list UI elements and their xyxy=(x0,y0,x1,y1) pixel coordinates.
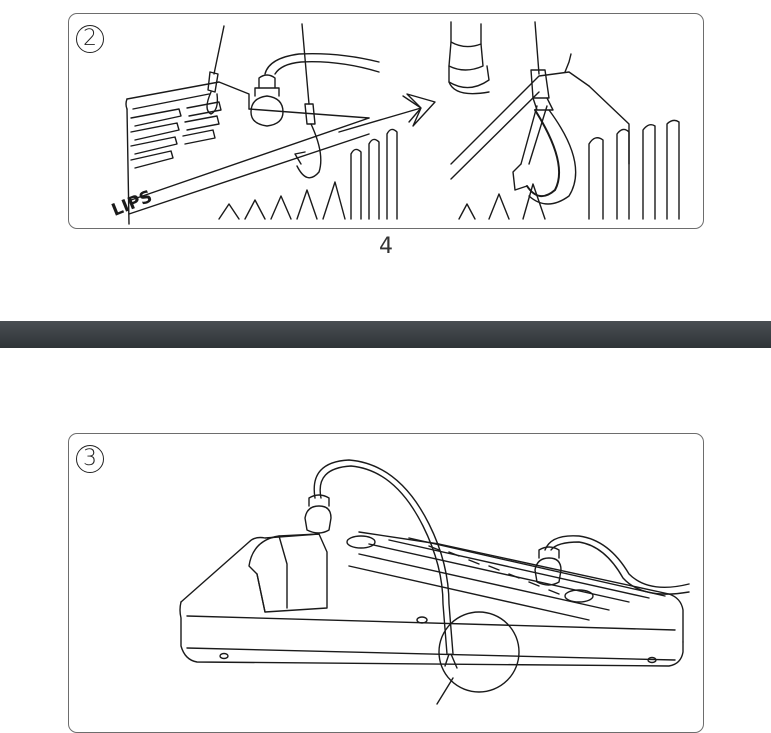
cable-glands xyxy=(304,494,562,586)
brand-fragment: LIPS xyxy=(109,187,155,221)
zoomed-hook-detail xyxy=(448,21,680,220)
cable-gland xyxy=(250,53,380,127)
section-divider-bar xyxy=(0,321,771,348)
step-2-badge: 2 xyxy=(76,25,104,53)
suspension-wire-center xyxy=(294,23,322,179)
detail-callout-circle xyxy=(436,611,520,705)
step-3-badge: 3 xyxy=(76,445,104,473)
zoom-arrow xyxy=(338,93,436,133)
luminaire-housing xyxy=(179,531,684,667)
hook-hanging-wire-illustration: LIPS xyxy=(109,21,680,225)
luminaire-cable-illustration xyxy=(179,459,690,705)
fixture-body-left xyxy=(125,81,398,225)
power-cables xyxy=(313,459,690,669)
step-2-panel: 2 xyxy=(68,13,704,229)
suspension-wire-left xyxy=(206,25,225,115)
page-number: 4 xyxy=(379,234,393,259)
step-3-panel: 3 xyxy=(68,433,704,733)
